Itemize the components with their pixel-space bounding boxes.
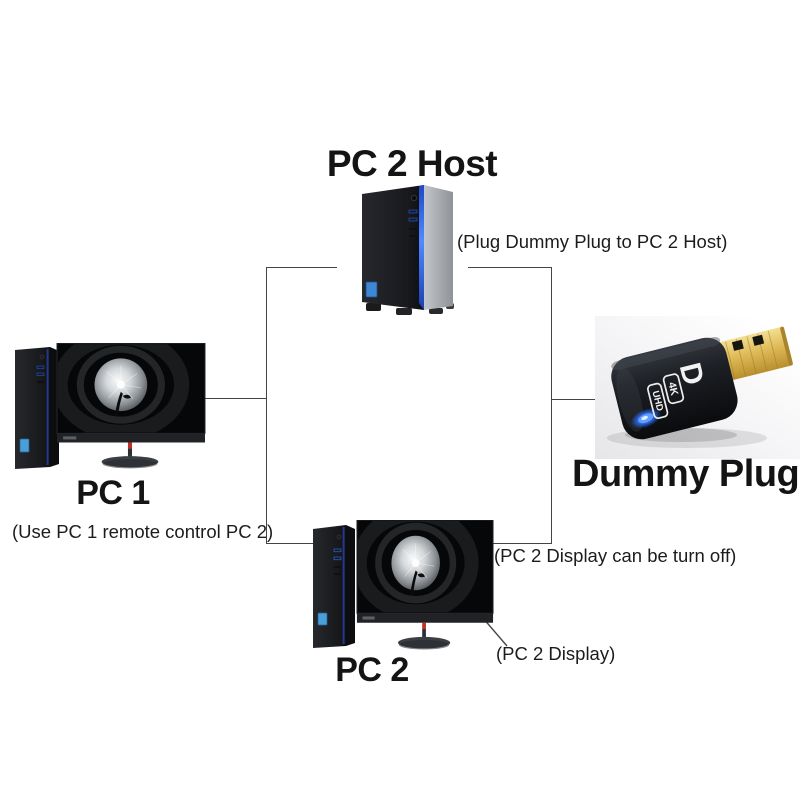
connector-line-top-right <box>468 267 552 269</box>
pc1-title: PC 1 <box>76 474 150 512</box>
pc2-host-title: PC 2 Host <box>326 143 498 184</box>
monitor-stand-accent <box>422 622 426 630</box>
tower-brand-badge <box>365 281 378 298</box>
pc1-monitor-image <box>56 343 206 469</box>
tower-led-stripe <box>342 527 345 644</box>
displayport-connector <box>718 326 793 381</box>
tower-brand-badge <box>19 438 30 453</box>
pc2-display-note: (PC 2 Display can be turn off) <box>494 545 737 566</box>
pc2-host-note: (Plug Dummy Plug to PC 2 Host) <box>457 231 728 252</box>
pc2-host-tower-image <box>362 185 454 315</box>
monitor-wallpaper <box>357 521 493 613</box>
badge-uhd: UHD <box>647 382 669 420</box>
pc2-tower-image <box>313 525 355 648</box>
connector-line-bottom-left <box>266 543 323 545</box>
svg-text:UHD: UHD <box>649 390 665 413</box>
pc2-monitor-image <box>356 520 494 650</box>
pc1-note: (Use PC 1 remote control PC 2) <box>12 521 274 542</box>
connector-line-pc1-to-loop <box>205 398 267 400</box>
badge-4k: 4K <box>662 373 685 405</box>
tower-led-stripe <box>419 185 424 310</box>
pc1-tower-image <box>15 347 59 469</box>
dummy-plug-title: Dummy Plug <box>572 453 800 495</box>
monitor-wallpaper <box>58 344 204 433</box>
dummy-plug-image: D 4K UHD <box>595 316 800 459</box>
pc2-title: PC 2 <box>335 651 409 689</box>
connector-line-right-vertical <box>551 267 553 544</box>
svg-text:4K: 4K <box>665 381 680 397</box>
monitor-stand-accent <box>127 442 133 449</box>
connector-line-loop-to-plug <box>551 399 599 401</box>
tower-led-stripe <box>46 349 49 465</box>
connector-line-top-left <box>266 267 337 269</box>
connector-line-bottom-right <box>490 543 552 545</box>
tower-brand-badge <box>317 612 328 626</box>
pc2-display-label: (PC 2 Display) <box>496 643 616 664</box>
connector-line-left-vertical <box>266 267 268 544</box>
